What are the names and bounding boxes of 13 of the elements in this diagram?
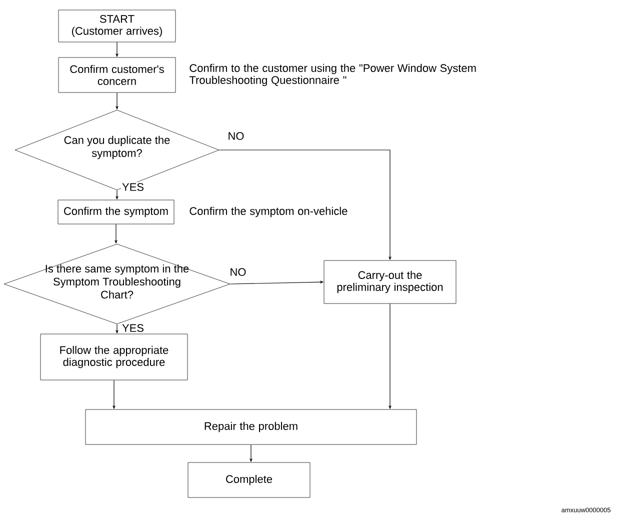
annotation-text: Confirm the symptom on-vehicle [190,206,348,218]
edge-label: YES [122,183,144,191]
process-box: Confirm customer's concern [58,57,176,93]
process-box: Repair the problem [85,409,417,445]
annotation-text: Confirm to the customer using the "Power Window System Troubleshooting Questionnaire " [189,64,476,86]
process-box: Carry-out the preliminary inspection [324,260,456,304]
process-box: START (Customer arrives) [58,10,176,42]
edge-label: NO [228,132,244,140]
edge-label: YES [122,324,144,332]
process-box: Confirm the symptom [58,200,174,224]
edge-label: NO [230,268,246,276]
process-box: Follow the appropriate diagnostic procedure [40,334,188,380]
process-box: Complete [188,462,310,498]
